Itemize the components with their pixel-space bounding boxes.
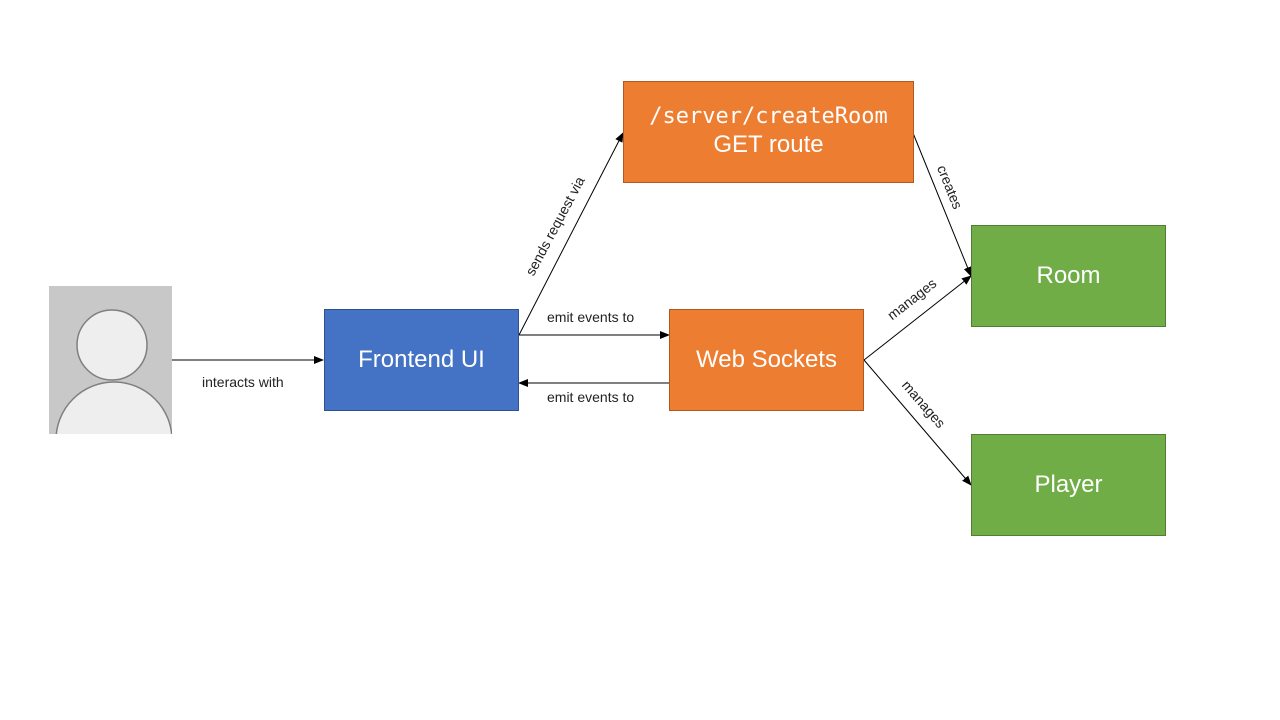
player-label: Player bbox=[1034, 470, 1103, 498]
room-label: Room bbox=[1036, 261, 1101, 289]
route-path-label: /server/createRoom bbox=[649, 104, 888, 130]
route-method-label: GET route bbox=[713, 130, 824, 158]
create-room-route-node: /server/createRoom GET route bbox=[623, 81, 914, 183]
room-node: Room bbox=[971, 225, 1166, 327]
edge-websockets-to-room bbox=[863, 275, 972, 361]
edge-websockets-to-player bbox=[863, 359, 972, 486]
web-sockets-label: Web Sockets bbox=[696, 345, 837, 373]
edge-frontend-to-route bbox=[518, 132, 624, 336]
edge-route-to-room bbox=[912, 132, 972, 277]
frontend-ui-node: Frontend UI bbox=[324, 309, 519, 411]
edge-label-emit-events-to-forward: emit events to bbox=[547, 309, 635, 325]
web-sockets-node: Web Sockets bbox=[669, 309, 864, 411]
edge-label-interacts-with: interacts with bbox=[202, 374, 284, 390]
edge-label-emit-events-to-back: emit events to bbox=[547, 389, 635, 405]
frontend-ui-label: Frontend UI bbox=[358, 345, 485, 373]
player-node: Player bbox=[971, 434, 1166, 536]
user-avatar-icon bbox=[49, 286, 172, 434]
